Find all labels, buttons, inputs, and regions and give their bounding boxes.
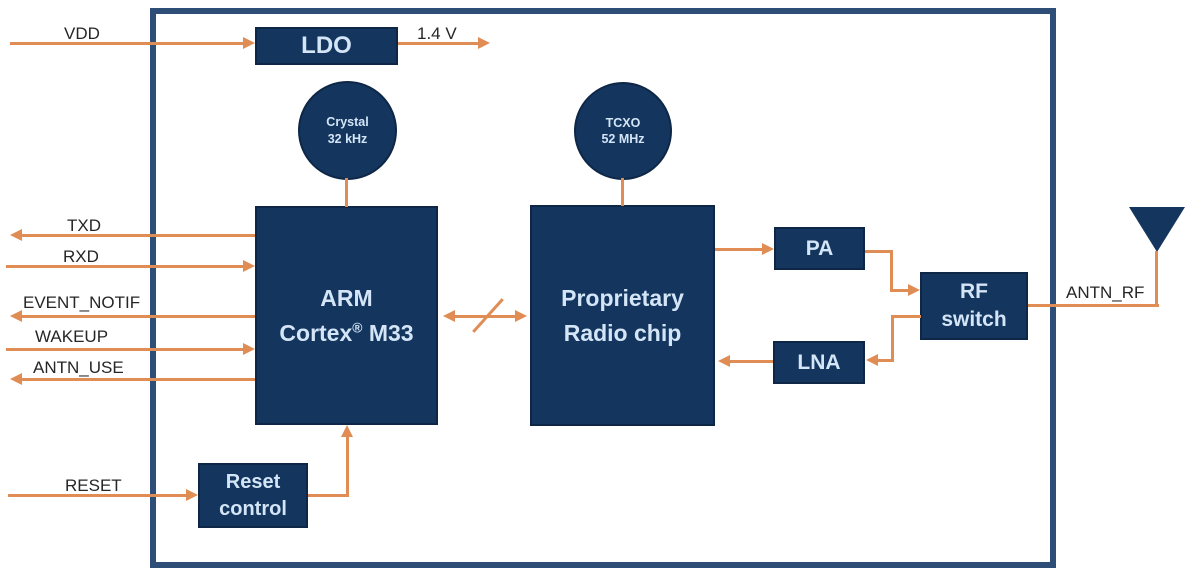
reset-control-label-line1: Reset [225,471,281,494]
ldo-output-label: 1.4 V [417,24,457,43]
pa-label: PA [805,236,834,260]
lna-label: LNA [797,350,841,374]
ldo-block: LDO [255,27,398,65]
pa-block: PA [774,227,865,270]
antn-use-label: ANTN_USE [33,358,124,377]
arm-label-line1: ARM [320,285,373,311]
tcxo-label-line2: 52 MHz [601,132,645,146]
lna-block: LNA [773,341,865,384]
antenna-icon [1129,207,1185,252]
wakeup-label: WAKEUP [35,327,109,346]
txd-label: TXD [67,216,101,235]
crystal-label-line1: Crystal [326,115,369,129]
reset-control-label-line2: control [219,497,287,520]
reset-label: RESET [65,476,122,495]
tcxo-label-line1: TCXO [605,115,641,130]
radio-chip-block: Proprietary Radio chip [530,205,715,426]
antn-rf-label: ANTN_RF [1066,283,1145,302]
tcxo-oscillator: TCXO 52 MHz [574,82,672,180]
rf-switch-label-line1: RF [960,280,988,304]
reset-control-block: Reset control [198,463,308,528]
rf-switch-block: RF switch [920,272,1028,340]
rxd-label: RXD [63,247,99,266]
event-notif-label: EVENT_NOTIF [23,293,141,312]
vdd-label: VDD [64,24,100,43]
radio-label-line1: Proprietary [561,285,684,311]
module-boundary [150,8,1056,568]
radio-label-line2: Radio chip [563,319,682,346]
crystal-oscillator: Crystal 32 kHz [298,81,397,180]
arm-label-line2: Cortex® M33 [279,319,414,346]
arm-cortex-m33-block: ARM Cortex® M33 [255,206,438,425]
crystal-label-line2: 32 kHz [327,131,368,146]
ldo-label: LDO [301,32,352,60]
rf-switch-label-line2: switch [941,308,1007,331]
